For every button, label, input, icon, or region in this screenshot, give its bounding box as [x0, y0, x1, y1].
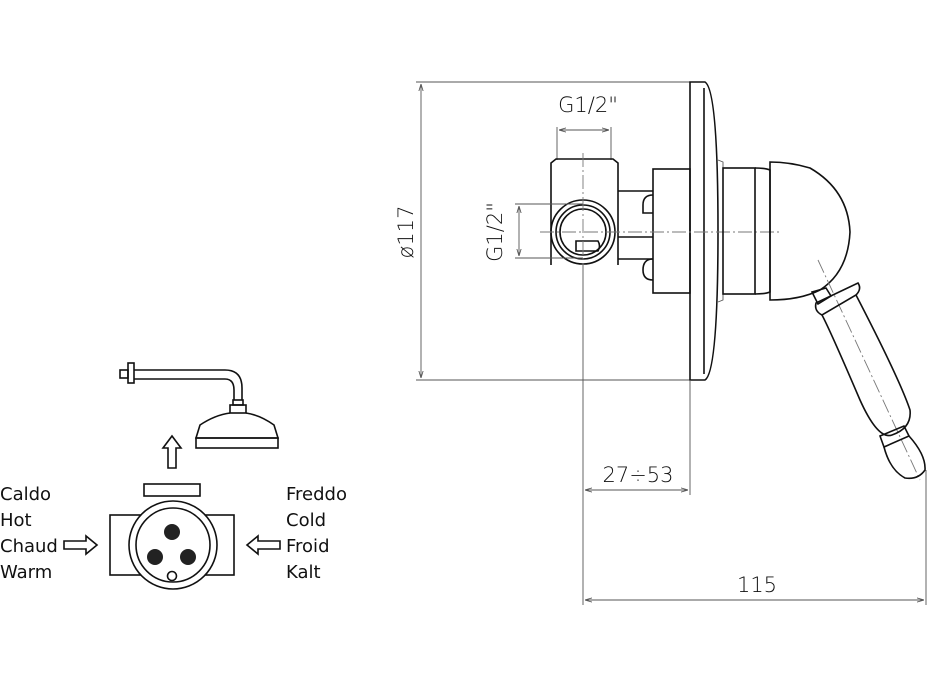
hot-label-de: Warm: [0, 562, 52, 583]
shower-head-icon: [119, 362, 280, 449]
total-depth-label: 115: [737, 573, 777, 597]
cold-inlet-labels: Freddo Cold Froid Kalt: [286, 484, 347, 583]
flow-schematic: Caldo Hot Chaud Warm Freddo Cold Froid K…: [0, 362, 347, 590]
hot-label-it: Caldo: [0, 484, 51, 505]
cold-label-de: Kalt: [286, 562, 321, 583]
valve-body: [550, 158, 691, 294]
hot-inlet-arrow-icon: [63, 534, 99, 556]
wall-plate: [689, 81, 719, 381]
valve-front-icon: [109, 483, 235, 590]
depth-range-dimension: 27÷53: [585, 463, 688, 490]
total-depth-dimension: 115: [585, 573, 924, 600]
side-view: ø117 G1/2" G1/2": [394, 81, 927, 605]
cold-inlet-arrow-icon: [245, 534, 281, 556]
cold-label-en: Cold: [286, 510, 326, 531]
outlet-arrow-icon: [161, 434, 183, 469]
depth-range-label: 27÷53: [602, 463, 673, 487]
side-connection-label: G1/2": [483, 202, 507, 262]
side-connection-dimension: G1/2": [483, 202, 583, 262]
diameter-dimension: ø117: [394, 81, 690, 381]
hot-inlet-labels: Caldo Hot Chaud Warm: [0, 484, 58, 583]
mixer-handle: [717, 159, 926, 481]
hot-label-en: Hot: [0, 510, 32, 531]
diameter-label: ø117: [394, 206, 418, 259]
top-connection-dimension: G1/2": [556, 93, 618, 160]
cold-label-fr: Froid: [286, 536, 330, 557]
top-connection-label: G1/2": [558, 93, 618, 117]
cold-label-it: Freddo: [286, 484, 347, 505]
hot-label-fr: Chaud: [0, 536, 58, 557]
